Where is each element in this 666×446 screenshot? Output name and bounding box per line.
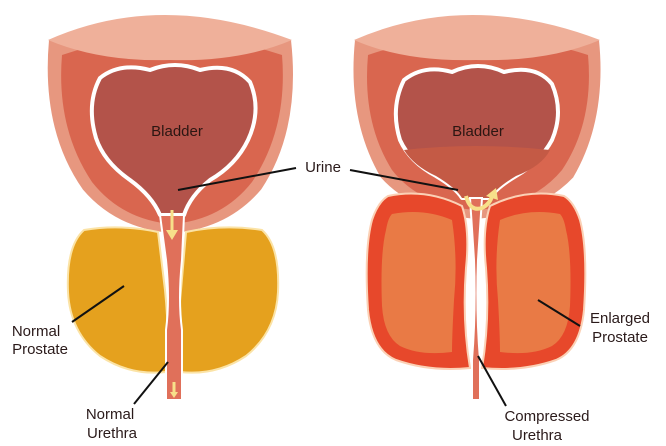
urine-label: Urine <box>305 159 341 176</box>
normal-prostate-label-line2: Prostate <box>12 341 68 358</box>
enlarged-prostate-label-line1: Enlarged <box>590 310 650 327</box>
right-enlarged-prostate-right-core <box>496 212 570 353</box>
enlarged-anatomy-group <box>352 15 601 400</box>
compressed-urethra-label-line2: Urethra <box>512 427 563 444</box>
right-compressed-urethra <box>470 198 482 400</box>
normal-urethra-label-line2: Urethra <box>87 425 138 442</box>
normal-anatomy-group <box>47 15 294 400</box>
left-normal-prostate-left-lobe <box>68 227 168 372</box>
bladder-label-right: Bladder <box>452 123 504 140</box>
normal-prostate-label-line1: Normal <box>12 323 60 340</box>
bladder-label-left: Bladder <box>151 123 203 140</box>
compressed-urethra-label-line1: Compressed <box>504 408 589 425</box>
enlarged-prostate-label-line2: Prostate <box>592 329 648 346</box>
right-enlarged-prostate-left-core <box>382 212 456 353</box>
normal-urethra-label-line1: Normal <box>86 406 134 423</box>
left-normal-prostate-right-lobe <box>178 227 278 372</box>
